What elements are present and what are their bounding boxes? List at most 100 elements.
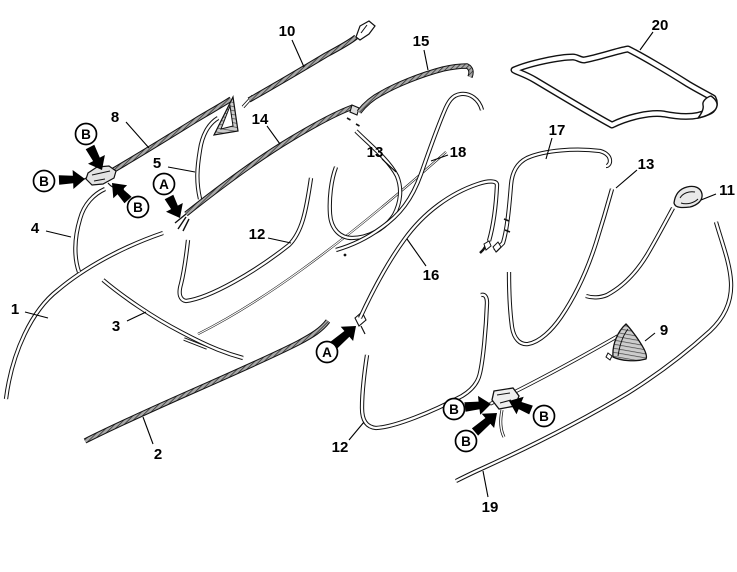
- marker-arrow-a-1: [330, 326, 356, 349]
- leader-line-15: [423, 49, 429, 71]
- part-10-end-flag: [355, 20, 376, 41]
- sill-clip-detail: [496, 392, 512, 404]
- callout-3: 3: [112, 318, 120, 335]
- part-14-end-fold: [349, 104, 360, 116]
- part-11-tail: [585, 207, 675, 299]
- leader-line-12: [348, 421, 365, 441]
- part-13-right-strip: [507, 188, 614, 346]
- part-14-clips: [346, 117, 360, 127]
- callout-9: 9: [660, 322, 668, 339]
- sill-clip-pin: [499, 409, 505, 438]
- part-9-detail: [617, 328, 629, 357]
- part-13-right-strip: [506, 188, 615, 347]
- part-8-moulding: [111, 97, 232, 173]
- part-17-moulding: [494, 148, 612, 252]
- leader-line-8: [125, 121, 150, 149]
- part-16-moulding: [358, 179, 500, 319]
- callout-15: 15: [413, 33, 430, 50]
- leader-line-3: [126, 311, 147, 322]
- marker-letter-b-4: B: [133, 200, 143, 215]
- marker-circle-b-5: [442, 397, 466, 421]
- part-16-moulding: [358, 180, 499, 319]
- part-17-moulding: [493, 147, 613, 253]
- leader-line-10: [291, 39, 305, 68]
- part-4-strip: [74, 187, 106, 273]
- leader-line-17: [545, 137, 553, 160]
- marker-circle-b-2: [74, 122, 98, 146]
- callout-1: 1: [11, 301, 19, 318]
- callout-2: 2: [154, 446, 162, 463]
- part-17-clips: [503, 218, 511, 233]
- part-3-strip: [101, 278, 244, 361]
- leader-line-9: [644, 332, 656, 342]
- callout-11: 11: [719, 182, 735, 199]
- leader-line-1: [24, 311, 49, 319]
- marker-arrow-b-7: [471, 413, 497, 436]
- marker-letter-a-1: A: [322, 345, 332, 360]
- leader-line-18: [430, 154, 449, 162]
- marker-arrow-b-2: [85, 144, 105, 170]
- leader-line-20: [639, 31, 654, 51]
- part-14-frayed-end: [174, 213, 190, 232]
- part-15-moulding: [356, 63, 474, 114]
- leader-line-13: [615, 169, 638, 189]
- part-10-moulding: [248, 35, 358, 102]
- leader-lines: [24, 31, 717, 498]
- part-15-moulding: [357, 64, 473, 114]
- part-1-moulding: [4, 231, 164, 400]
- callout-17: 17: [549, 122, 566, 139]
- part-16-end-strand: [360, 325, 366, 335]
- callout-12: 12: [249, 226, 266, 243]
- callout-5: 5: [153, 155, 161, 172]
- marker-circle-b-6: [532, 404, 556, 428]
- part-12-front-weatherstrip: [178, 177, 313, 303]
- part-5-strip: [195, 116, 220, 200]
- callout-18: 18: [450, 144, 467, 161]
- part-9-tab: [605, 352, 613, 361]
- callout-12: 12: [332, 439, 349, 456]
- marker-circle-a-0: [152, 172, 176, 196]
- callout-19: 19: [482, 499, 499, 516]
- marker-circle-a-1: [315, 340, 339, 364]
- marker-letter-a-0: A: [159, 177, 169, 192]
- leader-line-19: [482, 470, 489, 498]
- reference-line-nub: [343, 253, 347, 257]
- leader-line-14: [266, 125, 281, 145]
- part-3-tab: [183, 338, 208, 349]
- leader-line-2: [142, 416, 154, 445]
- part-2-moulding: [84, 319, 330, 443]
- marker-letter-b-6: B: [539, 409, 549, 424]
- part-5-strip: [196, 117, 219, 200]
- marker-circle-b-4: [126, 195, 150, 219]
- marker-circle-b-7: [454, 429, 478, 453]
- part-3-strip: [102, 279, 244, 360]
- leader-line-5: [167, 166, 196, 173]
- leader-line-13: [381, 158, 397, 173]
- marker-arrow-a-0: [164, 194, 183, 218]
- part-11-paddle: [673, 185, 703, 209]
- marker-letter-b-3: B: [39, 174, 49, 189]
- leader-line-16: [406, 238, 427, 267]
- callout-13: 13: [638, 156, 655, 173]
- part-16-foot-flag: [483, 240, 492, 251]
- callout-13: 13: [367, 144, 384, 161]
- callout-14: 14: [252, 111, 269, 128]
- marker-letter-b-5: B: [449, 402, 459, 417]
- part-8-triangle-inner: [220, 104, 234, 130]
- callout-4: 4: [31, 220, 40, 237]
- marker-arrow-b-5: [464, 395, 491, 415]
- part-9-bracket: [612, 323, 648, 362]
- part-20-corner-fold: [696, 95, 718, 119]
- part-11-tail: [585, 206, 675, 300]
- part-17-foot-flag: [492, 241, 502, 253]
- part-14-moulding: [184, 105, 354, 216]
- marker-letter-b-2: B: [81, 127, 91, 142]
- marker-circle-b-3: [32, 169, 56, 193]
- callout-10: 10: [279, 23, 296, 40]
- part-18-strip: [335, 92, 484, 252]
- part-12-rear-weatherstrip: [360, 293, 489, 430]
